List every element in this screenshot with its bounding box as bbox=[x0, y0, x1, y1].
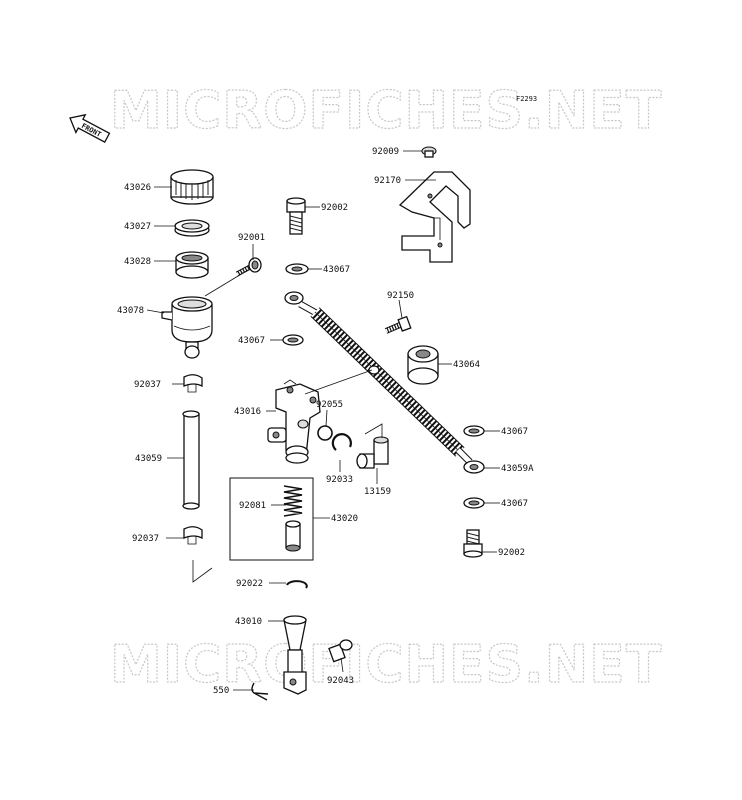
label-92081: 92081 bbox=[239, 501, 266, 511]
label-43026: 43026 bbox=[124, 183, 151, 193]
label-43067-right-upper: 43067 bbox=[501, 427, 528, 437]
label-92043: 92043 bbox=[327, 676, 354, 686]
label-92037-lower: 92037 bbox=[132, 534, 159, 544]
diaphragm-plate-43027 bbox=[174, 219, 210, 237]
clamp-92037-upper bbox=[183, 374, 203, 393]
label-43067-right-lower: 43067 bbox=[501, 499, 528, 509]
watermark-top: MICROFICHES.NET bbox=[110, 81, 662, 141]
watermark-bottom: MICROFICHES.NET bbox=[110, 635, 662, 695]
label-43027: 43027 bbox=[124, 222, 151, 232]
push-rod-43010 bbox=[283, 615, 307, 695]
label-43010: 43010 bbox=[235, 617, 262, 627]
label-43028: 43028 bbox=[124, 257, 151, 267]
washer-43067-right-lower bbox=[463, 497, 485, 509]
label-550: 550 bbox=[213, 686, 229, 696]
oring-92055 bbox=[317, 425, 333, 441]
reservoir-hose-43059 bbox=[182, 410, 200, 510]
label-43059: 43059 bbox=[135, 454, 162, 464]
bracket-92170 bbox=[398, 171, 471, 263]
label-43016: 43016 bbox=[234, 407, 261, 417]
break-line bbox=[192, 560, 213, 583]
washer-43067-upper bbox=[285, 263, 309, 275]
bolt-92150 bbox=[384, 315, 412, 334]
bolt-92002-lower bbox=[463, 529, 483, 558]
pin-92043 bbox=[328, 639, 353, 663]
part-labels: 43026 43027 43028 43078 92001 92002 4306… bbox=[117, 147, 534, 696]
label-92002-lower: 92002 bbox=[498, 548, 525, 558]
piston-kit-43020 bbox=[229, 477, 314, 561]
master-cylinder-43016 bbox=[267, 379, 321, 464]
label-43067-upper: 43067 bbox=[323, 265, 350, 275]
plug-92009 bbox=[421, 146, 437, 158]
reservoir-cap-43026 bbox=[170, 169, 214, 205]
label-92150: 92150 bbox=[387, 291, 414, 301]
label-43078: 43078 bbox=[117, 306, 144, 316]
circlip-92033 bbox=[331, 433, 352, 451]
clamp-92037-lower bbox=[183, 526, 203, 545]
washer-43067-right-upper bbox=[463, 425, 485, 437]
label-13159: 13159 bbox=[364, 487, 391, 497]
label-92002-upper: 92002 bbox=[321, 203, 348, 213]
label-43020: 43020 bbox=[331, 514, 358, 524]
reservoir-43078 bbox=[161, 296, 213, 359]
figure-code: F2293 bbox=[516, 95, 537, 103]
bolt-92002-upper bbox=[286, 197, 306, 235]
cotter-pin-550 bbox=[251, 682, 269, 701]
label-92022: 92022 bbox=[236, 579, 263, 589]
label-92037-upper: 92037 bbox=[134, 380, 161, 390]
label-92170: 92170 bbox=[374, 176, 401, 186]
label-43064: 43064 bbox=[453, 360, 480, 370]
screw-92001 bbox=[235, 257, 262, 277]
leader-lines bbox=[146, 150, 500, 691]
label-43067-left: 43067 bbox=[238, 336, 265, 346]
label-92033: 92033 bbox=[326, 475, 353, 485]
label-92055: 92055 bbox=[316, 400, 343, 410]
front-arrow-icon: FRONT bbox=[69, 113, 111, 144]
elbow-joint-13159 bbox=[356, 423, 389, 469]
circlip-92022 bbox=[286, 580, 308, 589]
label-92001: 92001 bbox=[238, 233, 265, 243]
brake-hose-43059A bbox=[284, 291, 485, 474]
label-43059A: 43059A bbox=[501, 464, 534, 474]
diaphragm-43028 bbox=[175, 251, 209, 279]
washer-43067-left bbox=[282, 334, 304, 346]
grommet-43064 bbox=[407, 345, 439, 385]
label-92009: 92009 bbox=[372, 147, 399, 157]
